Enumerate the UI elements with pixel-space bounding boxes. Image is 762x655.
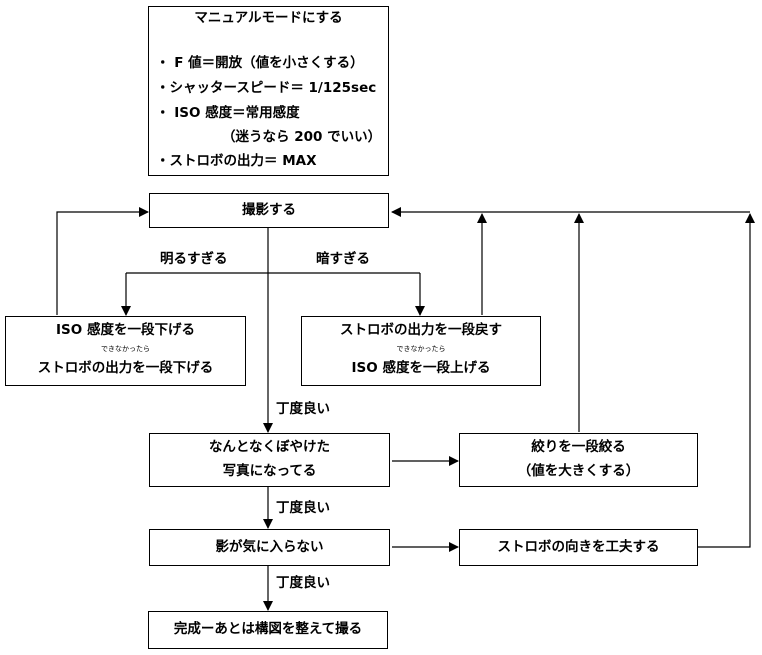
- ok-label: 丁度良い: [276, 500, 330, 516]
- dark-fix-box: [301, 316, 541, 386]
- blurry-box: [149, 433, 390, 487]
- ok-label: 丁度良い: [276, 401, 330, 417]
- strobe-direction-box: [459, 529, 698, 566]
- shadow-label: 影が気に入らない: [215, 539, 324, 555]
- bright-fix-small: できなかったら: [101, 345, 150, 353]
- settings-box: [148, 6, 389, 176]
- branch-dark-label: 暗すぎる: [316, 251, 370, 267]
- settings-item: ・ストロボの出力＝ MAX: [156, 153, 317, 169]
- blurry-line1: なんとなくぼやけた: [208, 439, 331, 455]
- settings-item: ・ ISO 感度＝常用感度: [156, 105, 300, 121]
- arrow-bright-fix-return: [56, 207, 149, 315]
- blurry-line2: 写真になってる: [222, 463, 317, 479]
- bright-fix-box: [5, 316, 246, 386]
- settings-item: ・ F 値＝開放（値を小さくする）: [156, 55, 364, 71]
- arrow-strobe-dir-return: [697, 213, 755, 548]
- settings-title: マニュアルモードにする: [194, 10, 343, 26]
- settings-item: ・シャッタースピード＝ 1/125sec: [156, 80, 377, 96]
- aperture-box: [459, 433, 698, 487]
- bright-fix-line2: ストロボの出力を一段下げる: [37, 360, 214, 376]
- dark-fix-line1: ストロボの出力を一段戻す: [340, 322, 502, 338]
- dark-fix-small: できなかったら: [396, 345, 446, 353]
- branch-bright-label: 明るすぎる: [160, 251, 228, 267]
- shoot-box: [149, 193, 389, 228]
- shoot-label: 撮影する: [242, 202, 296, 218]
- strobe-direction-label: ストロボの向きを工夫する: [497, 539, 660, 555]
- aperture-line1: 絞りを一段絞る: [531, 439, 626, 455]
- shadow-box: [149, 529, 390, 566]
- dark-fix-line2: ISO 感度を一段上げる: [351, 360, 491, 376]
- done-box: [148, 611, 388, 649]
- aperture-line2: （値を大きくする）: [517, 463, 640, 479]
- settings-item: （迷うなら 200 でいい）: [222, 129, 382, 145]
- done-label: 完成ーあとは構図を整えて撮る: [173, 621, 363, 637]
- bright-fix-line1: ISO 感度を一段下げる: [56, 322, 195, 338]
- ok-label: 丁度良い: [276, 575, 330, 591]
